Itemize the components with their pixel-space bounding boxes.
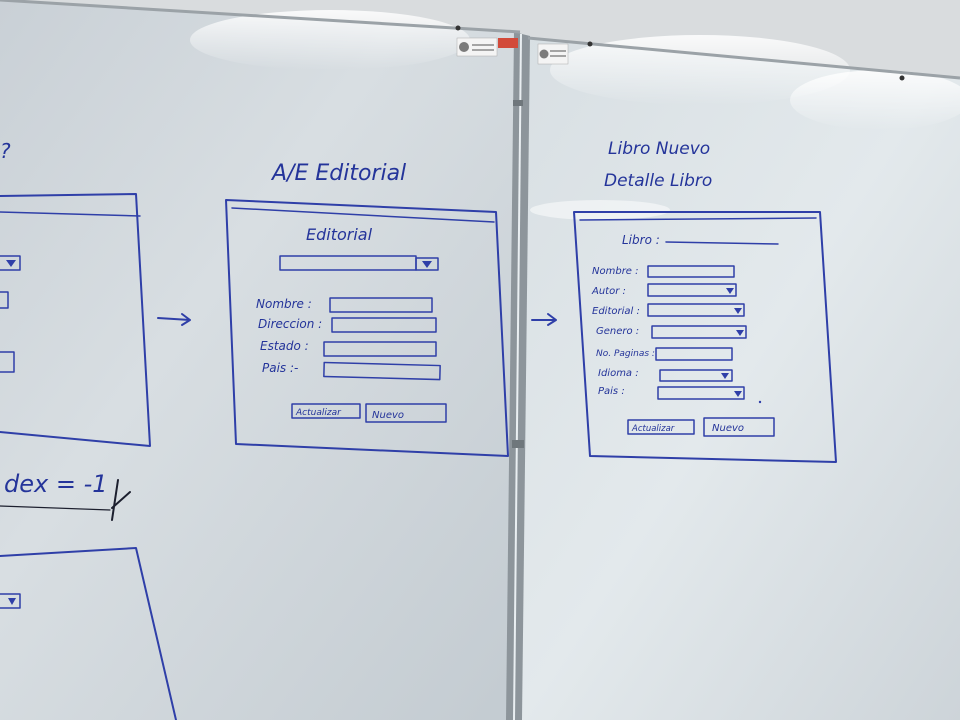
field-label-estado: Estado :: [260, 339, 309, 353]
glare-right-2: [790, 70, 960, 130]
glare-right: [550, 35, 850, 105]
index-formula: dex = -1: [4, 470, 108, 498]
frame-top-left: [0, 0, 521, 34]
libro-heading-2: Detalle Libro: [604, 171, 712, 191]
right-board: [520, 38, 960, 720]
pin: [587, 41, 593, 47]
dropdown-triangle-icon: [734, 308, 742, 314]
field-label-direccion: Direccion :: [258, 317, 322, 331]
divider-clip-top: [513, 100, 523, 106]
left-lower-frame: [0, 547, 177, 720]
libro-input-pais: [657, 386, 745, 400]
libro-input-paginas: [655, 347, 733, 361]
field-input-direccion: [331, 317, 437, 333]
libro-input-genero: [651, 325, 747, 339]
libro-input-nombre: [647, 265, 735, 278]
sticker-left: [456, 37, 518, 57]
field-input-estado: [323, 341, 437, 357]
field-label-nombre: Nombre :: [256, 297, 312, 311]
libro-field-label-autor: Autor :: [591, 286, 626, 297]
field-label-pais: Pais :-: [262, 361, 298, 375]
libro-titlebar: [579, 217, 817, 221]
pin: [455, 25, 461, 31]
dropdown-triangle-icon: [734, 391, 742, 397]
libro-sketch: Libro Nuevo Detalle Libro Libro : Nombre…: [573, 139, 837, 463]
pin: [899, 75, 905, 81]
libro-top-label: Libro :: [622, 233, 660, 247]
dropdown-triangle-icon: [8, 598, 16, 605]
dropdown-triangle-icon: [6, 260, 16, 267]
libro-input-editorial: [647, 303, 745, 317]
button-label-actualizar: Actualizar: [295, 408, 342, 418]
libro-button-actualizar: [627, 419, 695, 435]
glare-right-3: [530, 200, 670, 220]
field-input-nombre: [329, 297, 433, 313]
button-label-nuevo: Nuevo: [372, 410, 404, 421]
left-fragment-sketch: ? dex = -1: [0, 139, 177, 720]
editorial-heading: A/E Editorial: [270, 161, 406, 186]
libro-field-label-pais: Pais :: [598, 386, 625, 397]
dropdown-triangle-icon: [422, 261, 432, 268]
button-nuevo: [365, 403, 447, 423]
sticker-right: [537, 43, 569, 65]
editorial-form-title: Editorial: [306, 225, 373, 244]
divider-clip: [512, 440, 524, 448]
libro-input-autor: [647, 283, 737, 297]
dropdown-triangle-icon: [736, 330, 744, 336]
dropdown-triangle-icon: [726, 288, 734, 294]
dropdown-triangle-icon: [721, 373, 729, 379]
button-actualizar: [291, 403, 361, 419]
libro-field-label-genero: Genero :: [596, 326, 639, 337]
libro-field-label-editorial: Editorial :: [592, 306, 640, 317]
left-window-frame: [0, 193, 151, 447]
frame-top-right: [527, 36, 960, 80]
svg-text:?: ?: [0, 139, 11, 163]
editorial-sketch: A/E Editorial Editorial Nombre : Direcci…: [225, 161, 509, 457]
libro-field-label-paginas: No. Paginas :: [596, 349, 655, 359]
libro-field-label-idioma: Idioma :: [598, 368, 639, 379]
editorial-window: [225, 199, 509, 457]
field-input-pais: [323, 361, 441, 381]
right-arrow-icon: [531, 313, 557, 326]
left-dropdown: [0, 255, 21, 271]
left-board: [0, 0, 520, 720]
libro-button-label-actualizar: Actualizar: [631, 424, 675, 434]
libro-top-line: [665, 241, 779, 245]
libro-button-label-nuevo: Nuevo: [712, 423, 744, 434]
libro-button-nuevo: [703, 417, 775, 437]
editorial-titlebar: [231, 207, 495, 223]
libro-input-idioma: [659, 369, 733, 382]
libro-window: [573, 211, 837, 463]
libro-heading-1: Libro Nuevo: [608, 139, 710, 159]
libro-field-label-nombre: Nombre :: [592, 266, 639, 277]
divider-highlight: [513, 33, 522, 720]
right-arrow-icon: [157, 313, 191, 326]
